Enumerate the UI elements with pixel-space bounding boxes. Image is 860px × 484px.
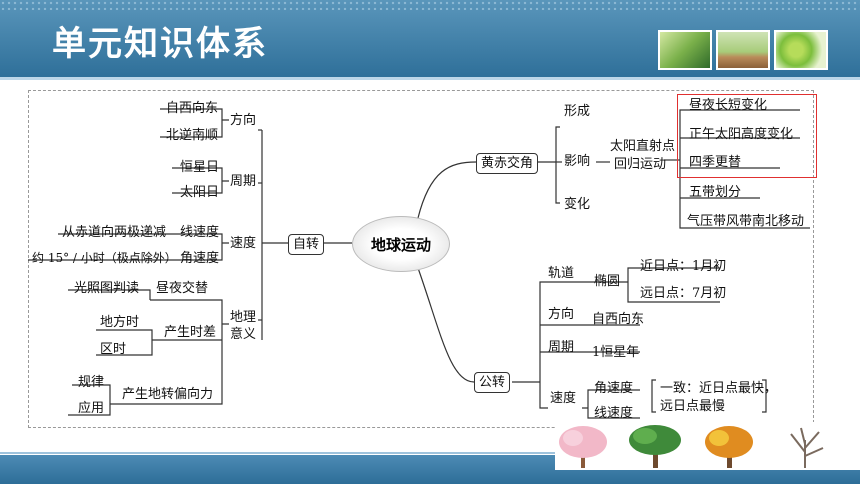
season-trees xyxy=(555,422,860,470)
plant-photo-icon xyxy=(658,30,712,70)
geo-significance-label: 地理意义 xyxy=(230,310,257,342)
deflection-application-label: 应用 xyxy=(78,401,105,416)
linear-speed-desc: 从赤道向两极递减 xyxy=(62,225,167,240)
header-divider xyxy=(0,77,860,80)
revolution-angular-speed: 角速度 xyxy=(594,381,634,396)
speed-note-line1: 一致：近日点最快， xyxy=(660,381,778,396)
revolution-node: 公转 xyxy=(474,372,511,393)
orbit-shape: 椭圆 xyxy=(594,274,621,289)
rotation-direction-item-1: 自西向东 xyxy=(166,101,219,116)
rotation-node: 自转 xyxy=(288,234,325,255)
effect-five-zones: 五带划分 xyxy=(689,185,742,200)
rotation-period-item-1: 恒星日 xyxy=(180,160,220,175)
change-label: 变化 xyxy=(564,197,591,212)
rotation-direction-item-2: 北逆南顺 xyxy=(166,128,219,143)
formation-label: 形成 xyxy=(564,104,591,119)
day-night-label: 昼夜交替 xyxy=(156,281,209,296)
linear-speed-label: 线速度 xyxy=(180,225,220,240)
revolution-period-value: 1恒星年 xyxy=(592,345,640,360)
spring-tree-icon xyxy=(559,426,607,468)
effect-noon-altitude: 正午太阳高度变化 xyxy=(689,127,794,142)
influence-label: 影响 xyxy=(564,154,591,169)
header-bar: 单元知识体系 xyxy=(0,0,860,80)
summer-tree-icon xyxy=(629,425,681,468)
revolution-linear-speed: 线速度 xyxy=(594,406,634,421)
revolution-direction-label: 方向 xyxy=(548,307,575,322)
orbit-label: 轨道 xyxy=(548,266,575,281)
sprout-photo-icon xyxy=(716,30,770,70)
leaf-photo-icon xyxy=(774,30,828,70)
footer-divider xyxy=(0,452,860,454)
aphelion-label: 远日点：7月初 xyxy=(640,286,727,301)
revolution-period-label: 周期 xyxy=(548,340,575,355)
deflection-label: 产生地转偏向力 xyxy=(122,387,214,402)
obliquity-node: 黄赤交角 xyxy=(476,153,539,174)
perihelion-label: 近日点：1月初 xyxy=(640,259,727,274)
revolution-speed-label: 速度 xyxy=(550,391,577,406)
subsolar-line1: 太阳直射点 xyxy=(610,139,676,154)
speed-note-line2: 远日点最慢 xyxy=(660,399,726,414)
day-night-desc: 光照图判读 xyxy=(74,281,140,296)
angular-speed-desc: 约 15° / 小时（极点除外） xyxy=(32,251,177,265)
deflection-rule-label: 规律 xyxy=(78,375,105,390)
zone-time-label: 区时 xyxy=(100,342,127,357)
autumn-tree-icon xyxy=(705,426,753,468)
revolution-direction-value: 自西向东 xyxy=(592,312,645,327)
center-node: 地球运动 xyxy=(352,216,450,272)
rotation-direction-label: 方向 xyxy=(230,113,257,128)
winter-tree-icon xyxy=(790,427,824,468)
effect-day-length: 昼夜长短变化 xyxy=(689,98,768,113)
rotation-speed-label: 速度 xyxy=(230,236,257,251)
rotation-period-label: 周期 xyxy=(230,174,257,189)
page-title: 单元知识体系 xyxy=(52,24,268,64)
subsolar-line2: 回归运动 xyxy=(614,157,667,172)
angular-speed-label: 角速度 xyxy=(180,251,220,266)
time-difference-label: 产生时差 xyxy=(164,325,217,340)
effect-pressure-belts: 气压带风带南北移动 xyxy=(687,214,805,229)
local-time-label: 地方时 xyxy=(100,315,140,330)
highlight-box xyxy=(677,94,817,178)
rotation-period-item-2: 太阳日 xyxy=(180,185,220,200)
diagram-frame xyxy=(28,90,814,428)
header-dots xyxy=(0,0,860,10)
effect-seasons: 四季更替 xyxy=(689,155,742,170)
